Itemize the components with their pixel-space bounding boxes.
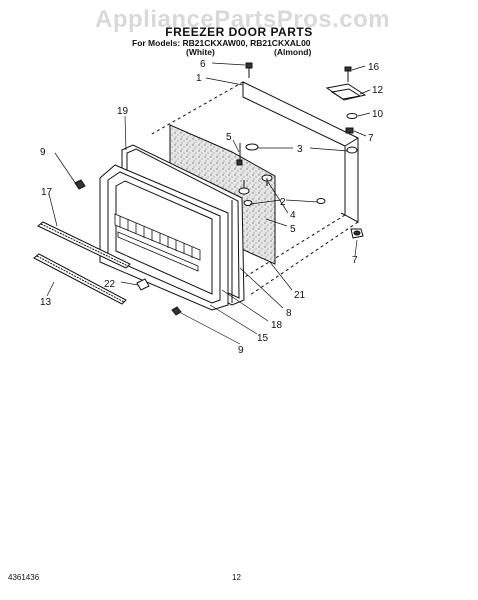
callout-13: 13 — [40, 297, 52, 308]
callout-5-upper: 5 — [226, 132, 232, 143]
callout-15: 15 — [257, 333, 269, 344]
color-white-label: (White) — [186, 47, 215, 57]
models-line: For Models: RB21CKXAW00, RB21CKXAL00 — [132, 38, 311, 48]
inner-door-liner — [99, 164, 229, 311]
callout-1: 1 — [196, 73, 202, 84]
callout-18: 18 — [271, 320, 283, 331]
callout-12: 12 — [372, 85, 384, 96]
door-trim-strip-lower — [33, 253, 127, 305]
callout-22: 22 — [104, 279, 116, 290]
callout-3: 3 — [297, 144, 303, 155]
document-number: 4361436 — [8, 573, 40, 582]
watermark: AppliancePartsPros.com — [95, 6, 391, 33]
page-title: FREEZER DOOR PARTS — [165, 25, 313, 39]
top-hinge-assembly — [325, 66, 367, 134]
callout-21: 21 — [294, 290, 306, 301]
callout-17: 17 — [41, 187, 53, 198]
nut-7-lower — [350, 228, 364, 239]
door-trim-strip-upper — [37, 221, 131, 269]
callout-6: 6 — [200, 59, 206, 70]
callout-9-upper: 9 — [40, 147, 46, 158]
callout-10: 10 — [372, 109, 384, 120]
callout-7-upper: 7 — [368, 133, 374, 144]
clip-22 — [136, 278, 150, 291]
callout-16: 16 — [368, 62, 380, 73]
outer-door-panel — [149, 81, 359, 296]
color-almond-label: (Almond) — [274, 47, 312, 57]
screw-6 — [245, 62, 253, 78]
callout-2: 2 — [280, 197, 286, 208]
callout-7-lower: 7 — [352, 255, 358, 266]
leader-lines — [46, 62, 371, 345]
page-number: 12 — [232, 573, 241, 582]
handle-brackets — [236, 143, 358, 206]
callout-4: 4 — [290, 210, 296, 221]
callout-8: 8 — [286, 308, 292, 319]
callout-19: 19 — [117, 106, 129, 117]
callout-9-lower: 9 — [238, 345, 244, 356]
screw-9-lower — [171, 306, 182, 316]
callout-5-lower: 5 — [290, 224, 296, 235]
screw-9-upper — [74, 179, 86, 190]
